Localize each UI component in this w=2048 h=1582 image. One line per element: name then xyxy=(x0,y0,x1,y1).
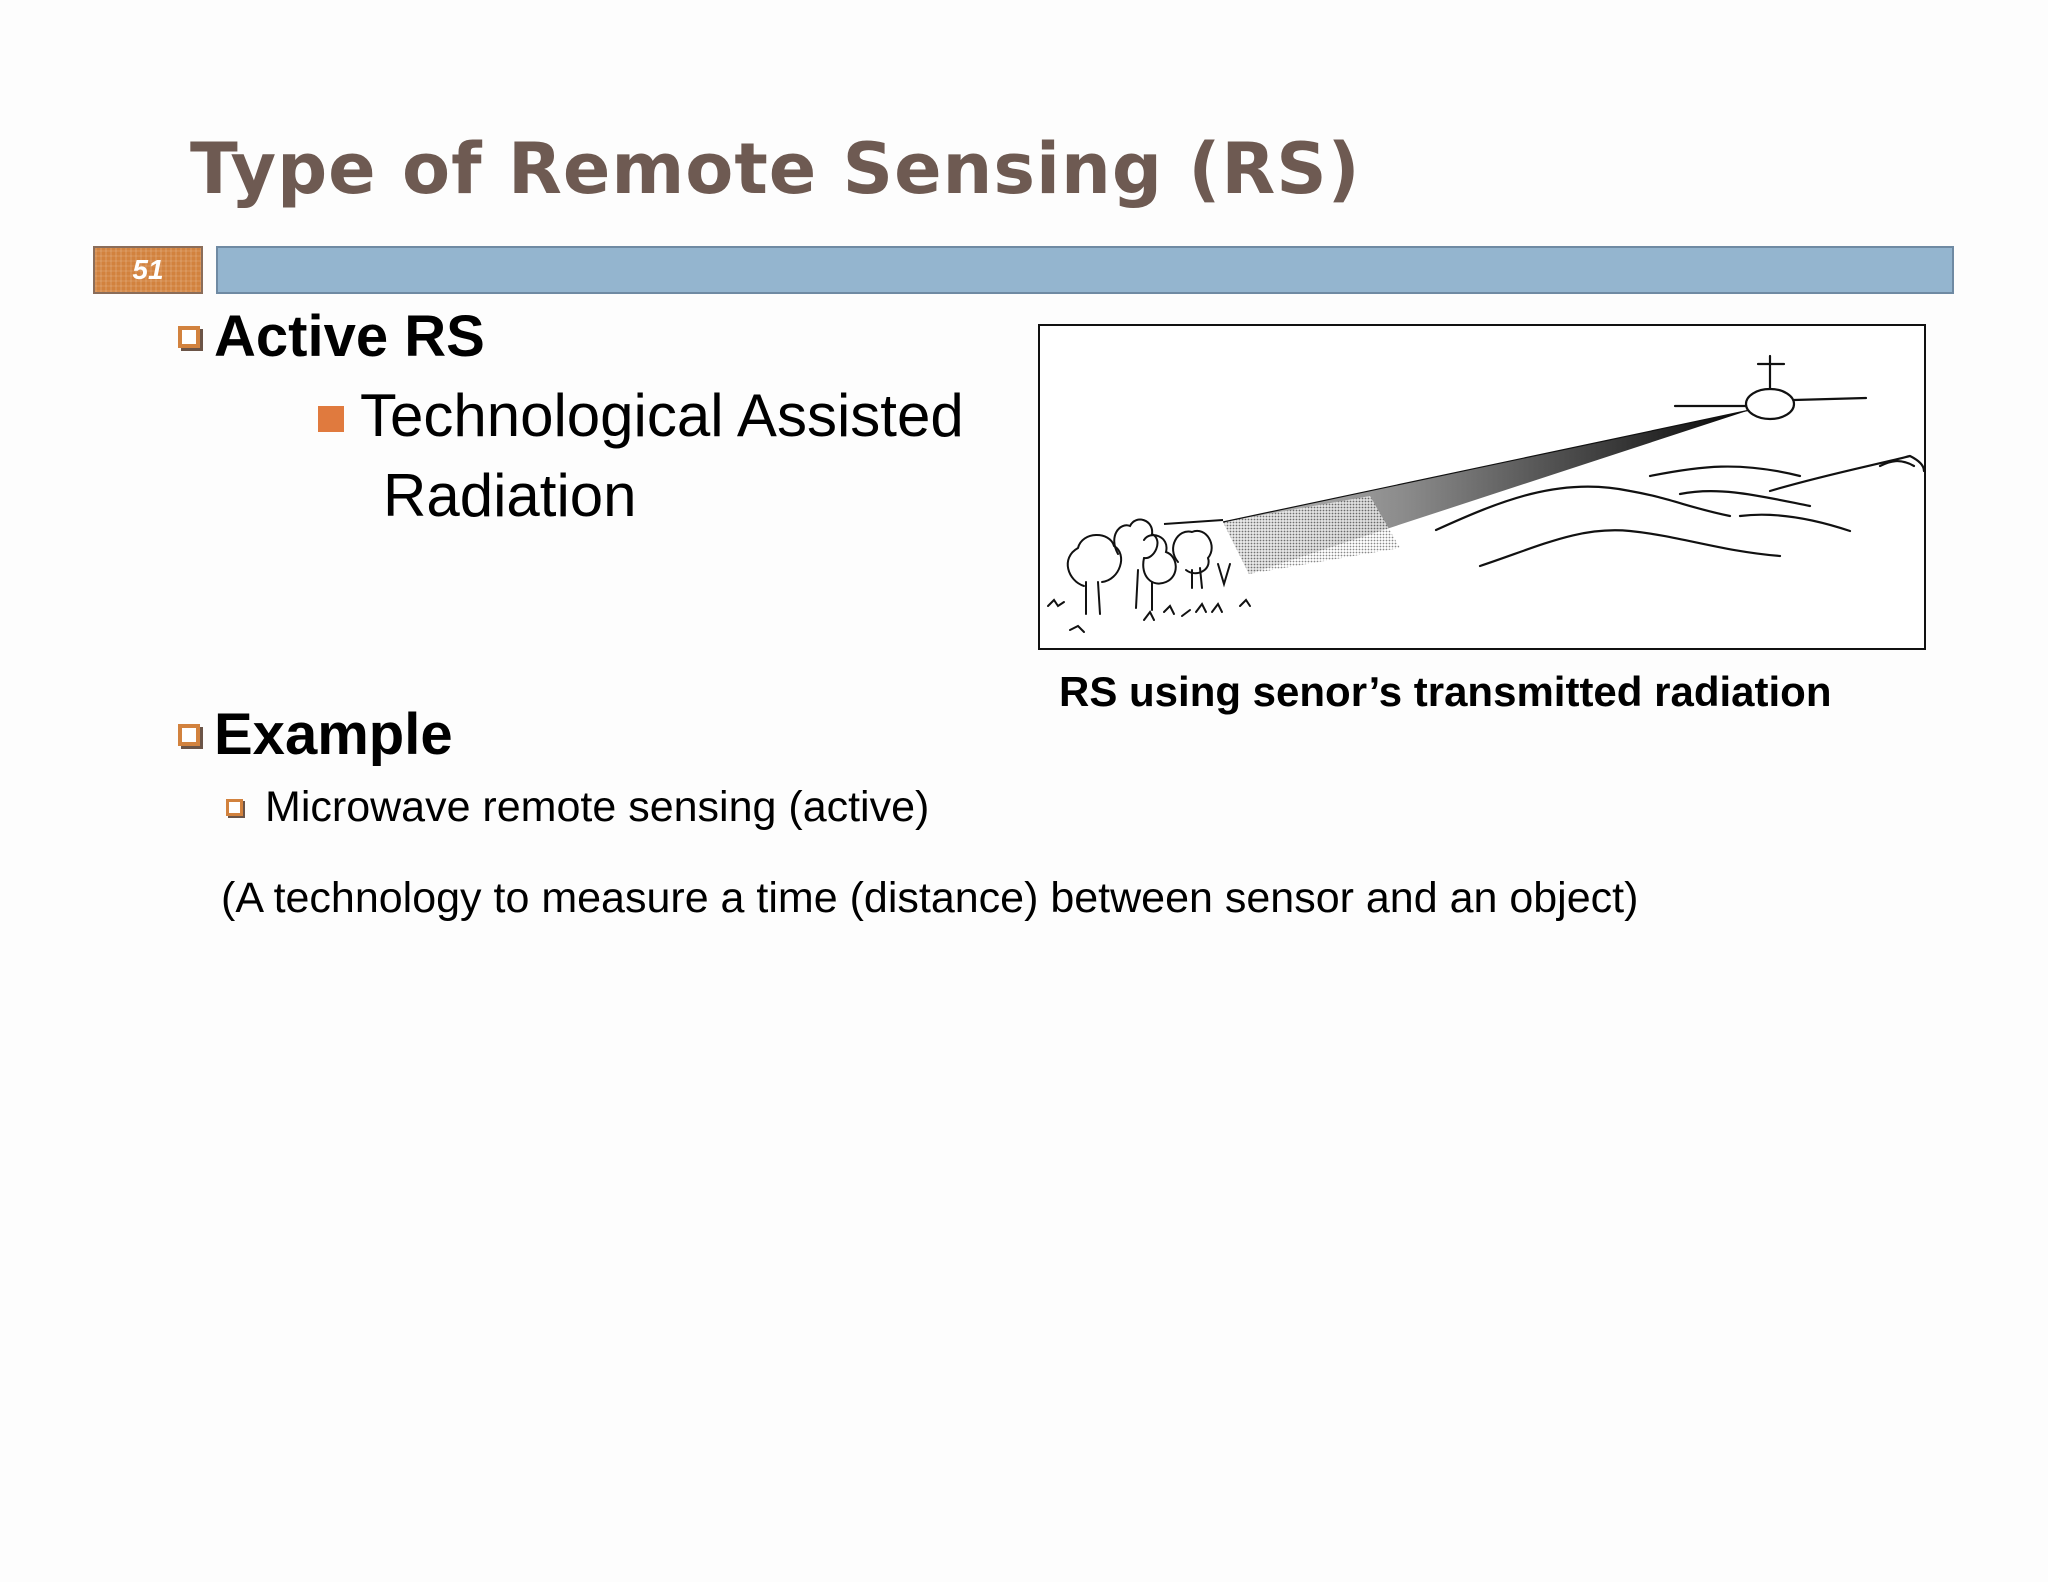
slide-number-badge: 51 xyxy=(93,246,203,294)
grass xyxy=(1047,598,1251,633)
example-heading: Example xyxy=(214,702,453,767)
bullet-active-rs: Active RS xyxy=(178,308,485,366)
radar-beam xyxy=(1163,409,1751,574)
checkbox-bullet-icon xyxy=(226,799,243,816)
slide-title: Type of Remote Sensing (RS) xyxy=(190,128,1361,210)
bullet-example: Example xyxy=(178,706,453,764)
square-bullet-icon xyxy=(318,406,344,432)
explanatory-note: (A technology to measure a time (distanc… xyxy=(221,874,1639,922)
checkbox-bullet-icon xyxy=(178,724,200,746)
active-sub-line1: Technological Assisted xyxy=(360,382,964,449)
example-item-text: Microwave remote sensing (active) xyxy=(265,783,930,831)
figure-caption: RS using senor’s transmitted radiation xyxy=(1059,668,1832,715)
active-rs-heading: Active RS xyxy=(214,304,485,369)
active-sub-line2: Radiation xyxy=(383,462,637,529)
header-bar xyxy=(216,246,1954,294)
figure-illustration xyxy=(1038,324,1926,650)
trees xyxy=(1066,518,1231,615)
hills xyxy=(1434,454,1924,568)
slide-number: 51 xyxy=(132,254,164,285)
checkbox-bullet-icon xyxy=(178,326,200,348)
active-rs-illustration xyxy=(1047,354,1924,633)
aircraft-icon xyxy=(1673,354,1868,421)
bullet-example-item: Microwave remote sensing (active) xyxy=(226,786,929,829)
